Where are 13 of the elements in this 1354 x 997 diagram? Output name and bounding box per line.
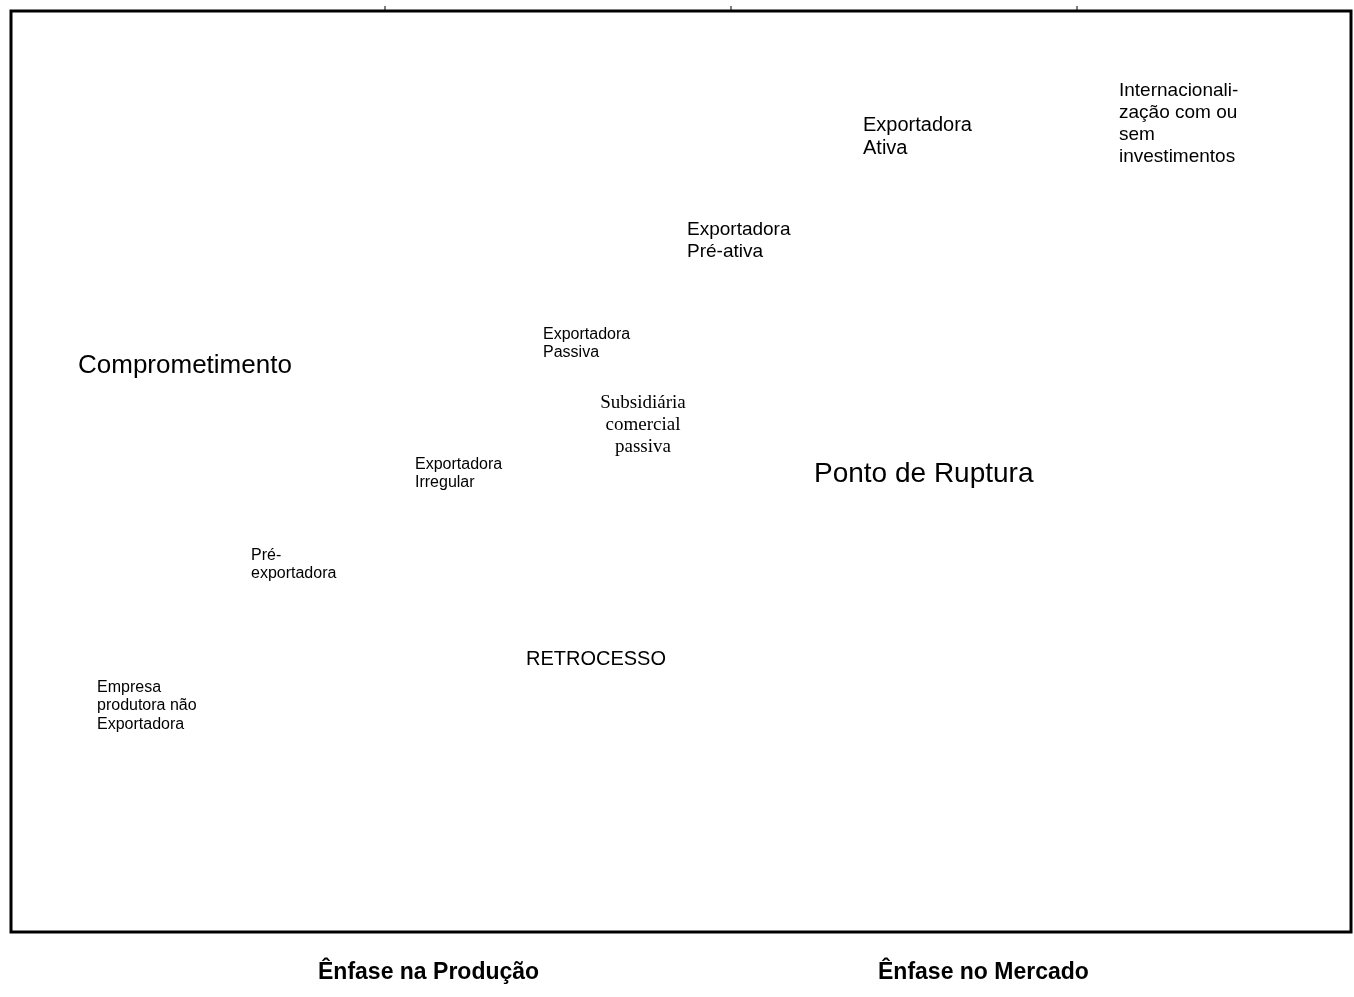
axis-label: Comprometimento	[78, 350, 292, 380]
stage-label: Exportadora Irregular	[415, 455, 504, 492]
stage-label: Ponto de Ruptura	[814, 457, 1034, 490]
stage-label: Empresa produtora não Exportadora	[97, 678, 197, 734]
stage-label: Exportadora Passiva	[543, 325, 632, 362]
axis-label: Ênfase na Produção	[318, 958, 540, 985]
stage-label: Internacionali- zação com ou sem investimentos	[1119, 79, 1240, 167]
stage-label: RETROCESSO	[526, 647, 667, 670]
stage-label: Exportadora Pré-ativa	[687, 218, 792, 262]
stage-label: Subsidiária comercial passiva	[599, 391, 687, 457]
axis-label: Ênfase no Mercado	[878, 958, 1089, 985]
stage-label: Pré- exportadora	[251, 546, 338, 583]
stage-label: Exportadora Ativa	[863, 113, 973, 159]
